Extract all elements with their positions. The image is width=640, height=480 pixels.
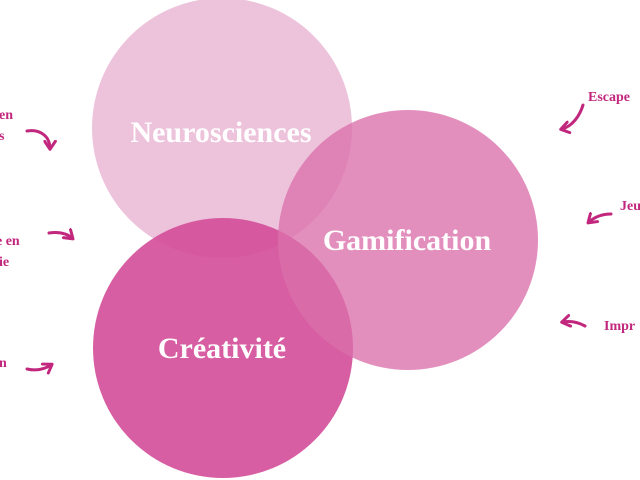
gamification-label: Gamification	[323, 224, 492, 257]
gamification-circle	[278, 110, 538, 370]
right-label-2: Jeu	[620, 199, 640, 214]
left-label-1-line1: en	[0, 108, 13, 123]
curved-arrow-icon	[25, 365, 51, 370]
curved-arrow-icon	[589, 214, 613, 222]
right-label-1: Escape	[588, 90, 630, 105]
right-label-3: Impr	[604, 319, 635, 334]
left-label-2-line2: ie	[0, 255, 9, 270]
left-label-3-line1: n	[0, 356, 7, 371]
curved-arrow-icon	[25, 129, 50, 148]
left-label-2-line1: e en	[0, 234, 20, 249]
left-label-1-line2: s	[0, 129, 5, 144]
neurosciences-label: Neurosciences	[130, 116, 311, 149]
curved-arrow-icon	[47, 233, 72, 238]
creativite-label: Créativité	[158, 332, 286, 365]
curved-arrow-icon	[563, 322, 587, 327]
curved-arrow-icon	[562, 103, 585, 129]
